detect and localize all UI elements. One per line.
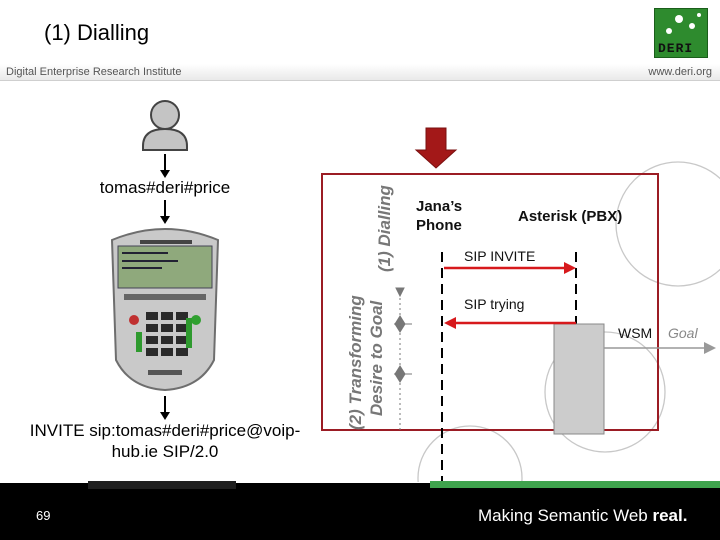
user-icon [142, 100, 188, 151]
janas-phone-label-line2: Phone [416, 217, 462, 234]
page-number: 69 [36, 508, 51, 523]
slide-title: (1) Dialling [44, 20, 150, 45]
step1-dialling-label: (1) Dialling [375, 184, 394, 272]
deri-logo: DERI [654, 8, 708, 58]
sip-invite-request: INVITE sip:tomas#deri#price@voip-hub.ie … [29, 421, 301, 461]
wsm-label: WSM [618, 325, 652, 341]
goal-label: Goal [668, 325, 698, 341]
sip-trying-arrow [444, 317, 576, 329]
institute-name: Digital Enterprise Research Institute [6, 66, 182, 78]
logo-text: DERI [658, 41, 694, 56]
sip-invite-arrow [444, 262, 576, 274]
timing-markers [394, 287, 412, 430]
tagline-main: Making Semantic Web [478, 506, 653, 525]
sip-trying-message-label: SIP trying [464, 296, 524, 312]
left-column-graphics [110, 100, 220, 420]
background-circles [417, 161, 720, 482]
softphone-icon [110, 228, 220, 392]
footer-bar [0, 483, 720, 540]
footer-dark-strip [88, 481, 236, 489]
arrow-label-to-phone [160, 200, 170, 224]
step2-label-line1: (2) Transforming [346, 295, 365, 430]
logo-dots-icon [666, 13, 701, 34]
header-band [0, 64, 720, 81]
highlight-down-arrow [414, 127, 458, 169]
tagline-bold: real. [652, 506, 688, 525]
arrow-user-to-label [160, 154, 170, 178]
wsm-goal-arrow [604, 342, 716, 354]
user-address-label: tomas#deri#price [99, 178, 231, 197]
footer-green-accent [430, 481, 720, 488]
asterisk-pbx-label: Asterisk (PBX) [518, 208, 622, 225]
site-url: www.deri.org [648, 66, 712, 78]
janas-phone-label-line1: Jana’s [416, 198, 462, 215]
diagram-frame [321, 173, 659, 431]
footer-tagline: Making Semantic Web real. [478, 506, 687, 526]
sequence-diagram: (1) Dialling (2) Transforming Desire to … [321, 127, 720, 482]
arrow-phone-to-invite [160, 396, 170, 420]
step2-label-line2: Desire to Goal [367, 299, 386, 416]
sip-invite-message-label: SIP INVITE [464, 248, 535, 264]
asterisk-activation-box [553, 323, 605, 435]
